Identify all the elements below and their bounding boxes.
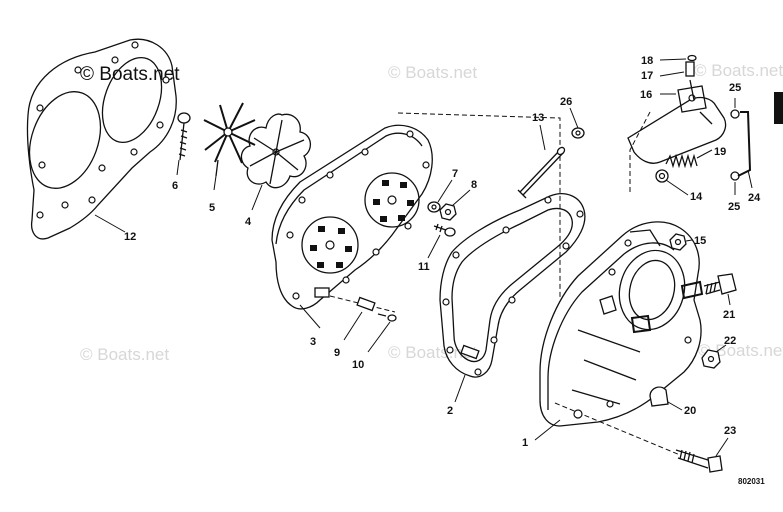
part-19-spring [665, 153, 698, 169]
leader-15 [685, 239, 693, 242]
drawing-code: 802031 [738, 477, 765, 486]
callout-6: 6 [172, 180, 178, 192]
callout-13: 13 [532, 112, 544, 124]
callout-25-upper: 25 [729, 82, 741, 94]
callout-8: 8 [471, 179, 477, 191]
watermark-mid-center: © Boats.net [388, 343, 477, 362]
part-8-nut [439, 203, 457, 221]
leader-17 [659, 71, 685, 77]
watermark-top-left: © Boats.net [80, 64, 180, 85]
callout-4: 4 [245, 216, 252, 228]
part-18-clip [687, 54, 697, 62]
part-25-retainer-upper [730, 109, 740, 119]
leader-21 [727, 293, 731, 306]
part-10-screw [377, 313, 397, 322]
alignment-line [397, 112, 561, 298]
watermark-top-right: © Boats.net [694, 61, 783, 80]
callout-11: 11 [418, 261, 430, 273]
leader-24 [747, 169, 753, 189]
part-15-nut [669, 233, 687, 251]
leader-14 [665, 179, 689, 196]
part-13-screw [517, 146, 566, 199]
callout-25-lower: 25 [728, 201, 740, 213]
part-5-reed-petals [203, 102, 256, 177]
callout-5: 5 [209, 202, 215, 214]
leader-26 [569, 107, 579, 129]
watermark-mid-left: © Boats.net [80, 345, 169, 364]
part-21-bolt [703, 273, 737, 295]
leader-20 [667, 401, 683, 411]
leader-8 [451, 189, 471, 207]
leader-13 [539, 124, 546, 151]
part-4-reed-stop [240, 113, 311, 189]
part-11-screw [433, 223, 456, 237]
callout-19: 19 [714, 146, 726, 158]
callout-9: 9 [334, 347, 340, 359]
callout-22: 22 [724, 335, 736, 347]
part-17-pin [685, 61, 695, 77]
leader-7 [437, 179, 453, 203]
callout-15: 15 [694, 235, 706, 247]
callout-24: 24 [748, 192, 761, 204]
part-6-screw [177, 112, 191, 161]
callout-2: 2 [447, 405, 453, 417]
part-9-pin [356, 296, 376, 312]
leader-3 [299, 304, 321, 329]
callout-14: 14 [690, 191, 703, 203]
leader-19 [696, 149, 713, 159]
part-12-gasket [26, 38, 177, 240]
callout-10: 10 [352, 359, 364, 371]
leader-9 [343, 311, 363, 341]
leader-23 [715, 437, 729, 457]
leader-22 [715, 344, 727, 353]
leader-11 [427, 234, 441, 259]
callout-1: 1 [522, 437, 528, 449]
part-25-retainer-lower [730, 171, 740, 181]
part-26-nut [571, 127, 585, 139]
callout-20: 20 [684, 405, 696, 417]
leader-4 [251, 184, 263, 211]
part-14-bushing [655, 169, 669, 183]
leader-2 [454, 374, 466, 403]
callout-18: 18 [641, 55, 653, 67]
callout-3: 3 [310, 336, 316, 348]
leader-6 [176, 159, 180, 176]
callout-17: 17 [641, 70, 653, 82]
part-22-nut [701, 349, 721, 369]
part-3-reed-plate [271, 124, 433, 310]
leader-1 [534, 419, 561, 441]
leader-10 [367, 321, 391, 353]
page-edge-tab [774, 92, 783, 124]
callout-26: 26 [560, 96, 572, 108]
part-20-clamp [649, 386, 669, 407]
watermark-top-center: © Boats.net [388, 63, 477, 82]
part-1-housing [539, 221, 704, 427]
alignment-line [629, 111, 651, 192]
part-7-washer [427, 201, 441, 213]
callout-12: 12 [124, 231, 136, 243]
part-24-link-rod [737, 111, 752, 177]
alignment-line [554, 402, 681, 456]
part-23-bolt [675, 449, 723, 473]
part-16-lever [627, 79, 727, 164]
callout-21: 21 [723, 309, 735, 321]
callout-16: 16 [640, 89, 652, 101]
leader-5 [213, 175, 217, 191]
leader-18 [659, 58, 687, 61]
part-2-gasket [439, 193, 586, 378]
callout-23: 23 [724, 425, 736, 437]
leader-12 [94, 214, 126, 233]
callout-7: 7 [452, 168, 458, 180]
